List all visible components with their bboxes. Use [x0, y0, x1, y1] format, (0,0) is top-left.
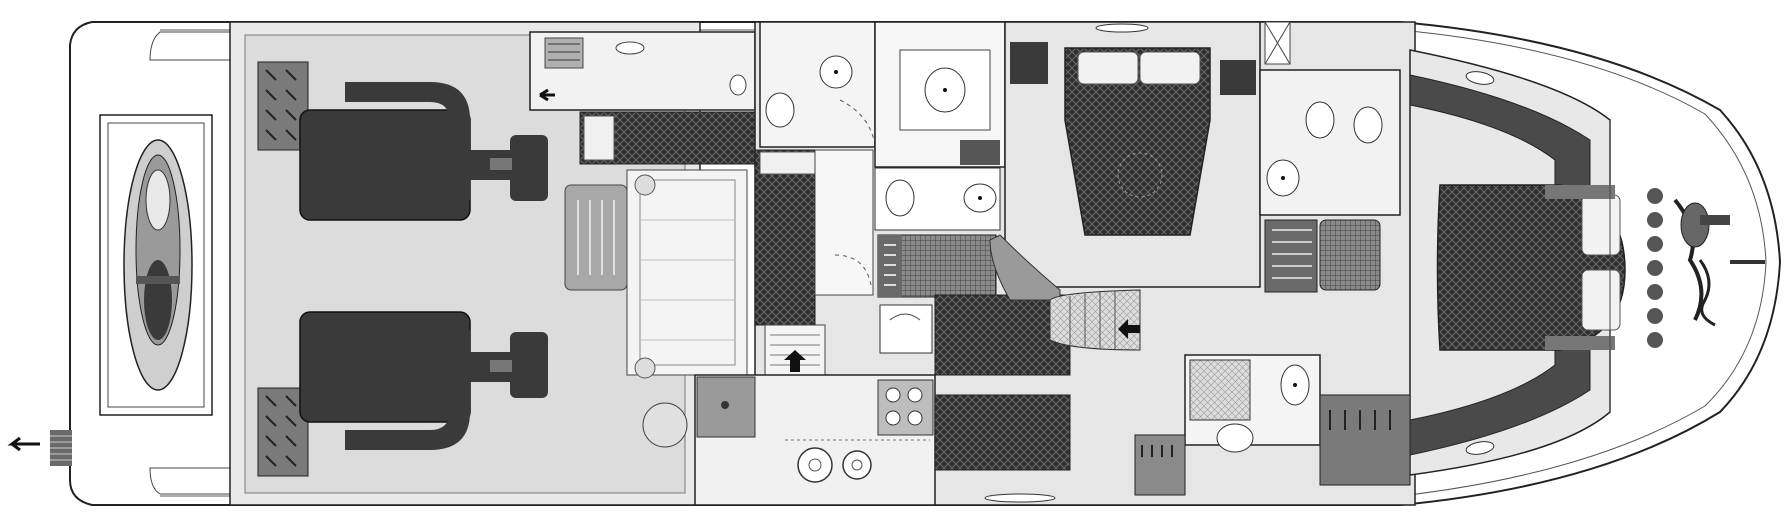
jet-ski [123, 139, 193, 391]
master-bed [1064, 47, 1211, 236]
crew-toilet [729, 74, 747, 96]
anchor-chain [1647, 188, 1716, 348]
crew-settee [626, 169, 748, 448]
crew-sink [615, 41, 645, 55]
galley-hob-2 [842, 450, 872, 480]
galley-fridge [696, 376, 756, 438]
guest-head-1 [759, 21, 876, 148]
crew-storage [544, 37, 584, 69]
porthole-1 [984, 493, 1056, 503]
stairs-aft [764, 324, 826, 381]
stairs-forward [1049, 289, 1141, 351]
guest-cabin-1 [754, 149, 816, 326]
guest-cabin-3 [934, 394, 1071, 471]
stern-ladder [7, 430, 72, 466]
galley-sink [879, 304, 933, 354]
gunwale-line [160, 29, 1767, 497]
grate-bow-left [1319, 394, 1411, 486]
guest-cabin-2 [934, 294, 1071, 376]
master-cabin [1004, 21, 1261, 288]
porthole-bow-top [1465, 71, 1495, 85]
engine-bottom [299, 311, 548, 450]
windlass [1680, 202, 1730, 248]
porthole-bow-bottom [1465, 441, 1495, 455]
grate-small-1 [1134, 434, 1186, 496]
guest-cabin-1-locker [814, 149, 874, 296]
engine-top [299, 82, 548, 221]
vip-grate [1264, 219, 1318, 293]
galley-hob-1 [797, 447, 833, 483]
galley-stove [877, 379, 934, 436]
engine-hatch [564, 184, 628, 291]
